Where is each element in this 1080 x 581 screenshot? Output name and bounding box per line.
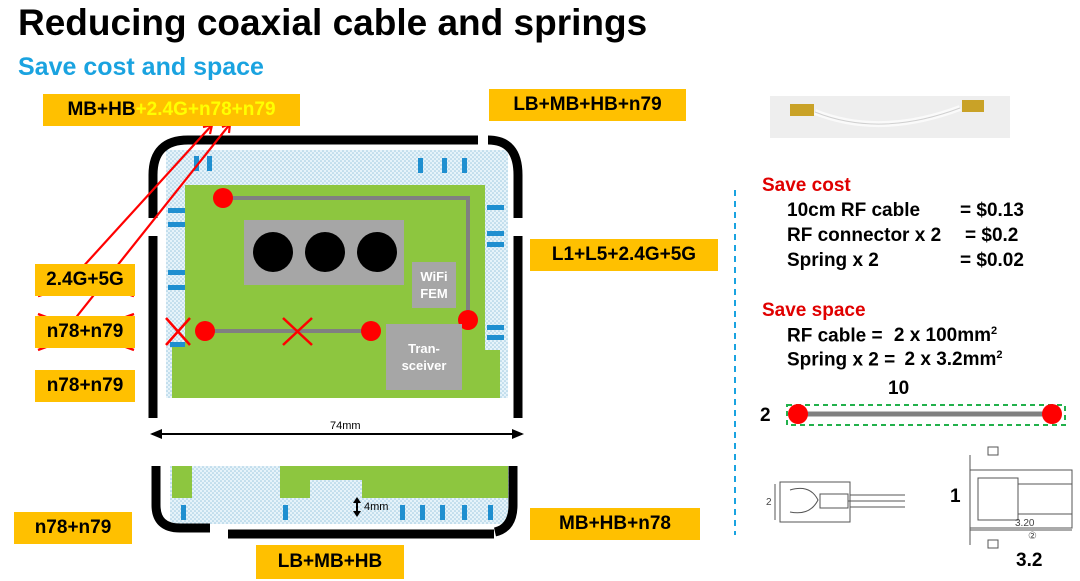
cost-row-value: = $0.2 [965, 225, 1019, 246]
tag-top-left-highlight: +2.4G+n78+n79 [135, 99, 276, 120]
device-frame-bottom [151, 466, 518, 539]
cost-row-label: RF connector x 2 [787, 225, 942, 246]
cable-width-label: 2 [760, 405, 771, 426]
component-circle [253, 232, 293, 272]
cable-length-label: 10 [888, 378, 910, 399]
bottom-pcb [280, 466, 508, 498]
spring-small-dim: 2 [766, 497, 772, 508]
component-circle [357, 232, 397, 272]
tag-bottom-center: LB+MB+HB [256, 545, 404, 579]
transceiver-chip: Tran- sceiver [386, 324, 462, 390]
width-label: 74mm [330, 420, 361, 432]
rf-cable-photo [770, 96, 1010, 138]
spring-contacts [168, 156, 504, 347]
wifi-fem-chip: WiFi FEM [412, 262, 456, 308]
space-row-2-value: 2 x 3.2mm [904, 349, 997, 371]
cost-row-label: 10cm RF cable [787, 200, 921, 221]
cost-row-value: = $0.13 [960, 200, 1024, 221]
tag-left-removed-1: 2.4G+5G [35, 264, 135, 296]
rf-connector-dots [195, 188, 478, 341]
space-row-2-sup: 2 [996, 349, 1003, 361]
cost-row-label: Spring x 2 [787, 250, 879, 271]
space-row-1: RF cable = 2 x 100mm2 [787, 325, 997, 347]
spring-label-bottom: 3.2 [1016, 550, 1043, 571]
space-row-1-label: RF cable = [787, 325, 883, 347]
space-row-2-label: Spring x 2 = [787, 349, 896, 371]
page-subtitle: Save cost and space [18, 53, 264, 81]
removed-cross-icon [165, 317, 313, 346]
spring-side-drawing [774, 481, 905, 523]
tag-top-right: LB+MB+HB+n79 [489, 89, 686, 121]
tag-top-left-prefix: MB+HB [67, 99, 136, 120]
save-cost-heading: Save cost [762, 175, 851, 196]
width-dimension [150, 429, 524, 439]
cable-size-figure [786, 404, 1066, 426]
tag-left-removed-2: n78+n79 [35, 316, 135, 348]
tag-top-left: MB+HB+2.4G+n78+n79 [43, 94, 300, 126]
device-frame-top [148, 135, 523, 418]
cost-row-value: = $0.02 [960, 250, 1024, 271]
spring-label-side: 1 [950, 486, 961, 507]
page-title: Reducing coaxial cable and springs [18, 2, 648, 43]
tag-bottom-right: MB+HB+n78 [530, 508, 700, 540]
gap-dimension [353, 497, 361, 517]
bottom-pcb-left [172, 466, 192, 498]
tag-right-mid: L1+L5+2.4G+5G [530, 239, 718, 271]
save-space-heading: Save space [762, 300, 866, 321]
wifi-fem-label-2: FEM [420, 286, 448, 301]
tag-bottom-left: n78+n79 [14, 512, 132, 544]
wifi-fem-label-1: WiFi [420, 269, 448, 284]
component-circle [305, 232, 345, 272]
transceiver-label-1: Tran- [408, 341, 440, 356]
gap-label: 4mm [364, 501, 389, 513]
space-row-1-value: 2 x 100mm [893, 325, 992, 347]
space-row-1-sup: 2 [991, 325, 998, 337]
transceiver-label-2: sceiver [401, 358, 447, 373]
spring-dim-text: 3.20 [1015, 518, 1035, 529]
spring-circle-ref: ② [1028, 531, 1037, 542]
tag-left-kept: n78+n79 [35, 370, 135, 402]
rf-cable-traces [205, 196, 470, 333]
bottom-spring-contacts [181, 505, 493, 520]
space-row-2: Spring x 2 = 2 x 3.2mm2 [787, 349, 1003, 371]
spring-front-drawing [969, 446, 1073, 549]
